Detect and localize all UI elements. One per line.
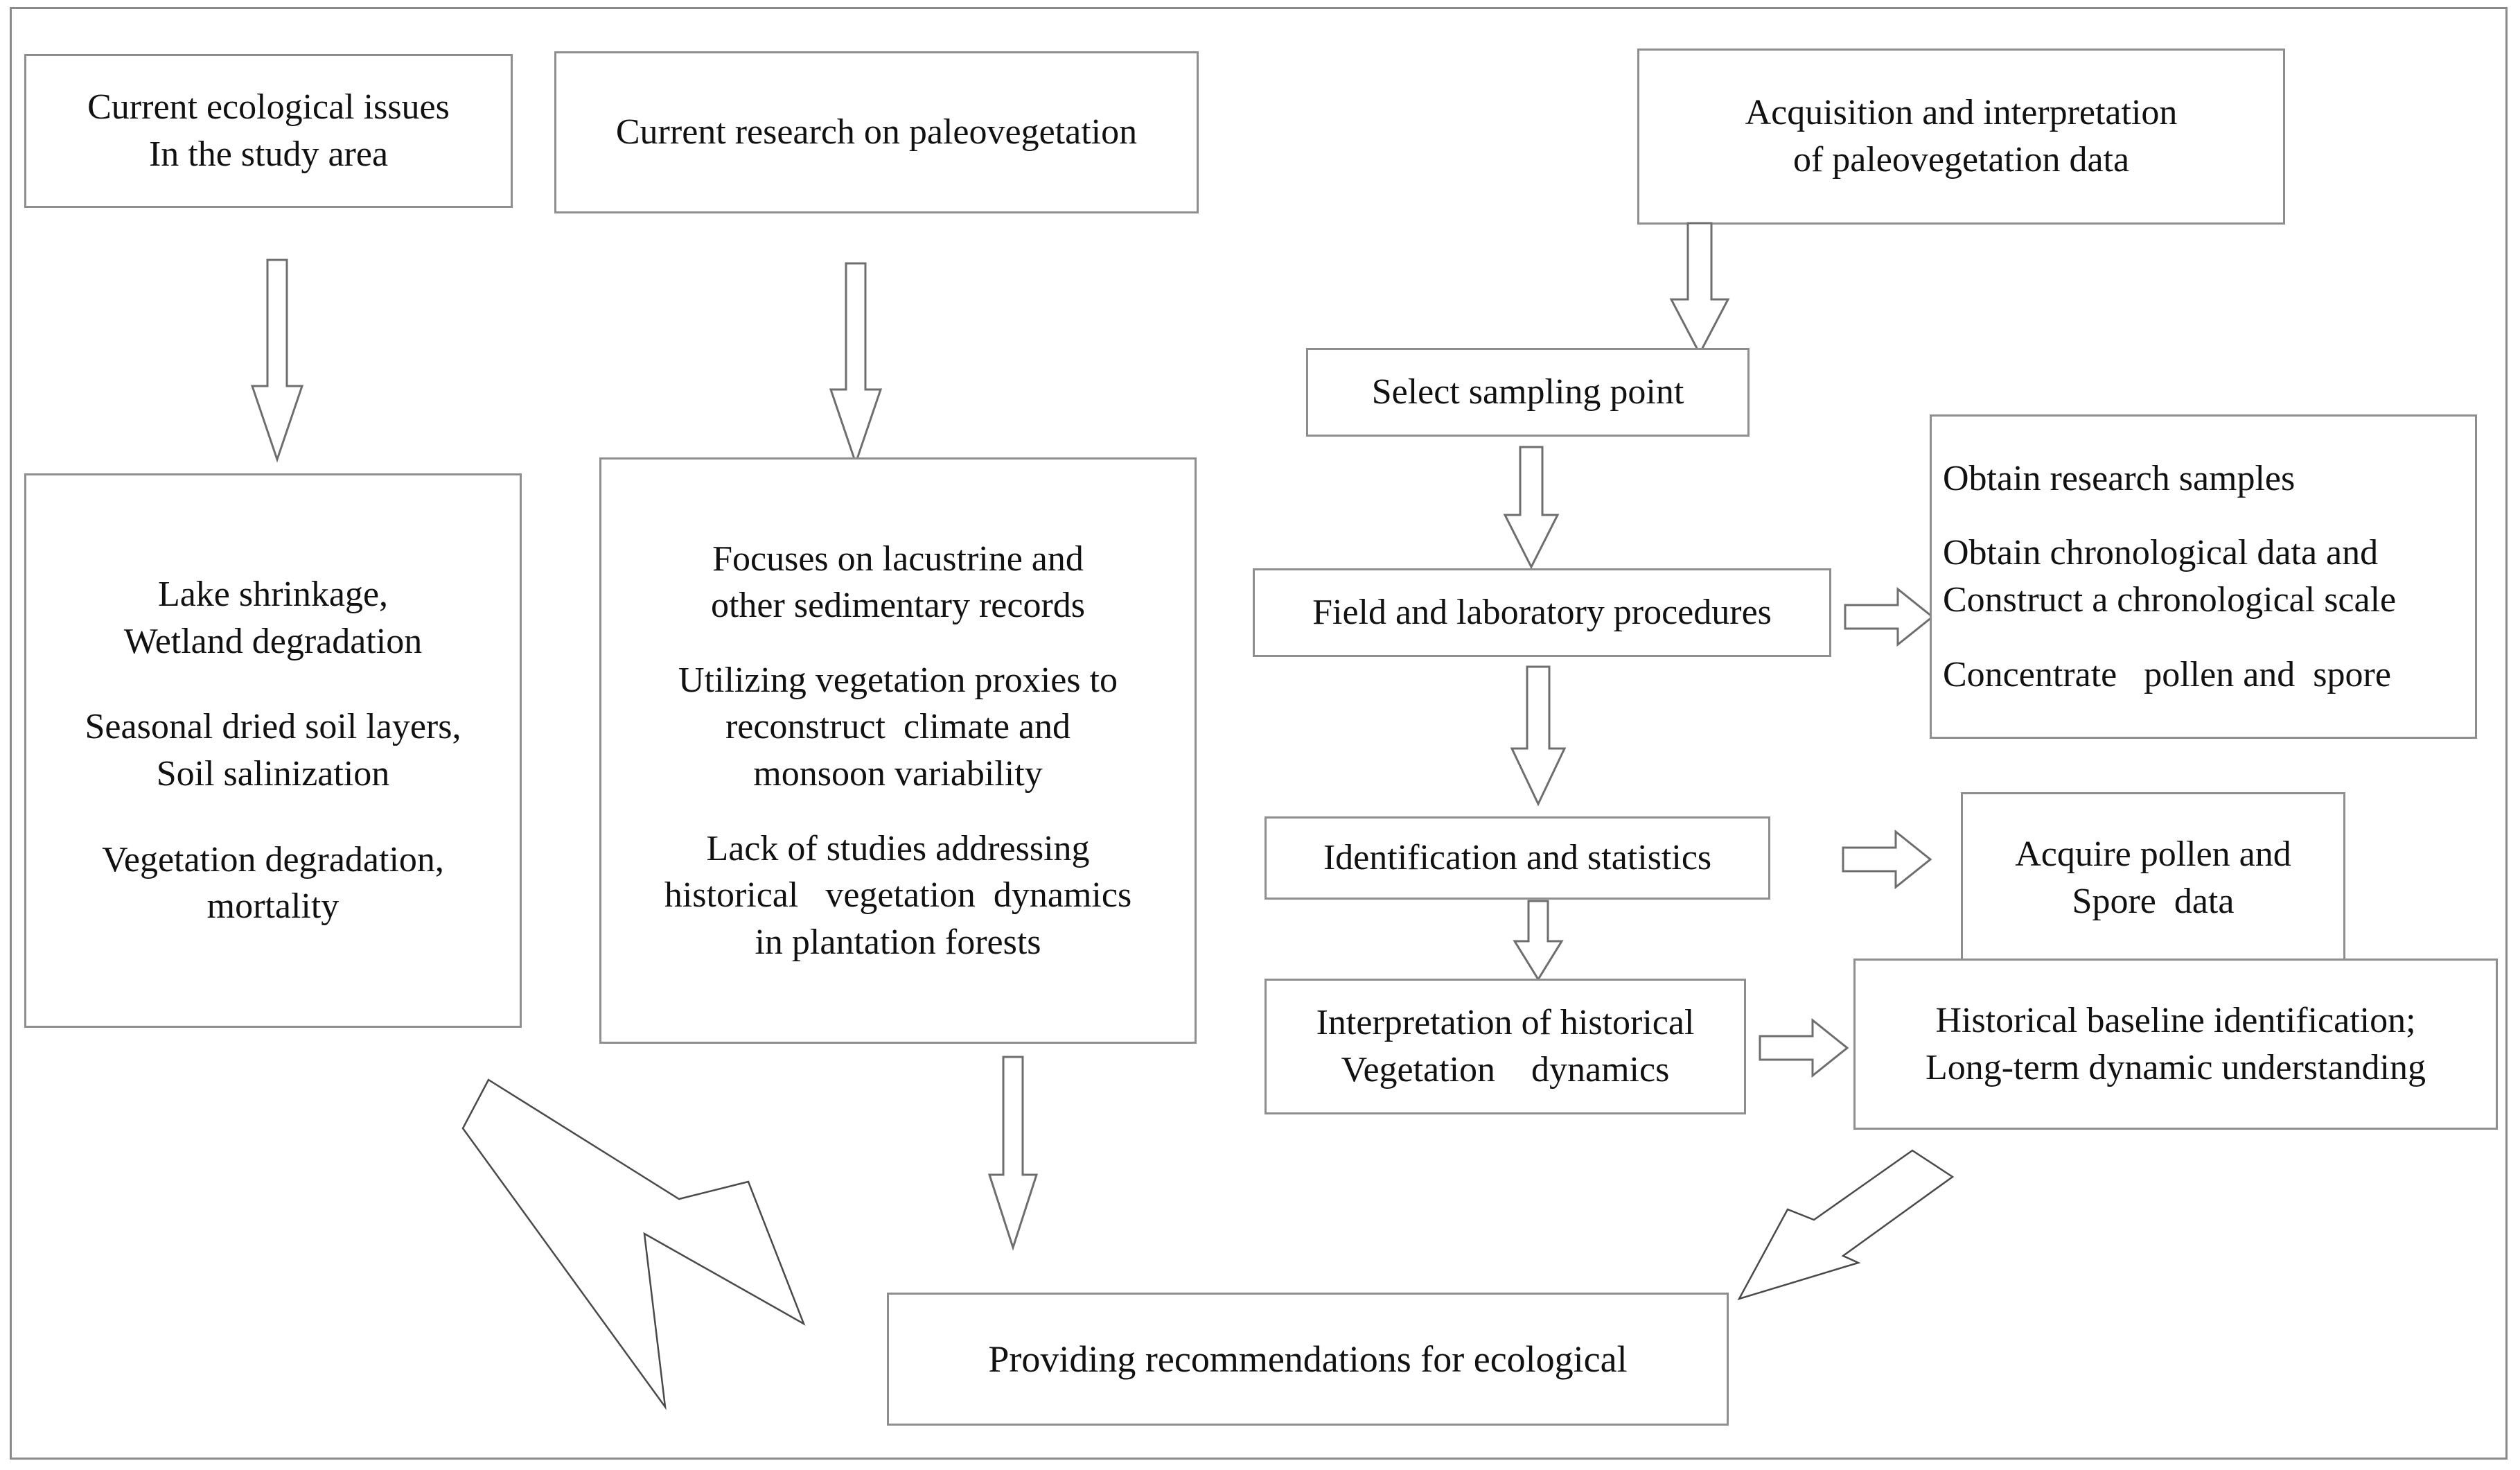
arrow-sampling-to-field-lab	[1497, 446, 1566, 570]
arrow-identification-to-acquire-pollen	[1842, 825, 1933, 894]
node-line: Obtain research samples	[1943, 458, 2296, 498]
node-acquisition-interpretation[interactable]: Acquisition and interpretation of paleov…	[1637, 49, 2285, 225]
node-acquire-pollen-spore-data[interactable]: Acquire pollen and Spore data	[1961, 792, 2345, 963]
arrow-field-lab-to-identification	[1504, 665, 1573, 807]
node-historical-baseline-identification[interactable]: Historical baseline identification; Long…	[1853, 959, 2498, 1130]
node-line: Vegetation dynamics	[1341, 1050, 1670, 1090]
node-line: Field and laboratory procedures	[1312, 593, 1772, 633]
arrow-baseline-to-recommendations	[1711, 1130, 2016, 1324]
node-line: reconstruct climate and	[725, 707, 1071, 747]
node-line: Select sampling point	[1371, 372, 1684, 412]
node-line: monsoon variability	[753, 754, 1043, 794]
node-select-sampling-point[interactable]: Select sampling point	[1306, 348, 1750, 437]
node-line: Providing recommendations for ecological	[988, 1338, 1628, 1380]
node-line: Historical baseline identification;	[1935, 1000, 2416, 1040]
node-current-research-paleovegetation[interactable]: Current research on paleovegetation	[554, 51, 1199, 213]
node-research-gaps-detail[interactable]: Focuses on lacustrine and other sediment…	[599, 457, 1197, 1044]
node-line: Current research on paleovegetation	[615, 112, 1138, 152]
node-line: Long-term dynamic understanding	[1925, 1047, 2426, 1087]
node-obtain-research-samples[interactable]: Obtain research samples Obtain chronolog…	[1930, 414, 2477, 739]
node-line: of paleovegetation data	[1792, 140, 2130, 180]
node-identification-and-statistics[interactable]: Identification and statistics	[1265, 816, 1770, 900]
arrow-issues-to-detail	[243, 259, 312, 463]
node-current-ecological-issues[interactable]: Current ecological issues In the study a…	[24, 54, 513, 208]
node-line: Interpretation of historical	[1316, 1003, 1695, 1043]
node-line: Soil salinization	[156, 754, 390, 794]
arrow-interpretation-to-baseline	[1759, 1013, 1850, 1083]
node-ecological-issues-detail[interactable]: Lake shrinkage, Wetland degradation Seas…	[24, 473, 522, 1028]
node-line: other sedimentary records	[710, 586, 1085, 626]
node-interpretation-historical-vegetation-dynamics[interactable]: Interpretation of historical Vegetation …	[1265, 979, 1746, 1114]
node-providing-recommendations[interactable]: Providing recommendations for ecological	[887, 1293, 1729, 1426]
node-line: Seasonal dried soil layers,	[85, 707, 461, 747]
arrow-issues-detail-to-recommendations	[457, 1060, 901, 1410]
arrow-research-to-detail	[821, 262, 890, 466]
node-line: Construct a chronological scale	[1943, 580, 2397, 620]
node-line: Vegetation degradation,	[102, 839, 444, 880]
node-line: Lack of studies addressing	[706, 828, 1090, 868]
node-line: in plantation forests	[755, 922, 1041, 962]
diagram-outer-border	[10, 7, 2508, 1460]
node-line: Wetland degradation	[123, 621, 423, 661]
node-line: Current ecological issues	[87, 87, 450, 128]
node-line: Identification and statistics	[1323, 838, 1712, 878]
node-line: In the study area	[148, 134, 389, 174]
arrow-identification-to-interpretation	[1504, 900, 1573, 981]
node-line: Spore data	[2072, 881, 2235, 921]
node-line: Concentrate pollen and spore	[1943, 654, 2391, 694]
node-line: Utilizing vegetation proxies to	[678, 660, 1118, 700]
node-line: Focuses on lacustrine and	[712, 539, 1084, 579]
node-line: historical vegetation dynamics	[664, 875, 1132, 916]
node-line: Acquisition and interpretation	[1745, 93, 2178, 133]
node-line: Obtain chronological data and	[1943, 533, 2379, 573]
node-field-and-laboratory-procedures[interactable]: Field and laboratory procedures	[1253, 568, 1831, 657]
node-line: Lake shrinkage,	[157, 575, 389, 615]
node-line: mortality	[206, 886, 340, 927]
node-line: Acquire pollen and	[2015, 834, 2291, 874]
arrow-research-detail-to-recommendations	[978, 1056, 1055, 1251]
arrow-field-lab-to-samples	[1844, 582, 1935, 651]
arrow-acquisition-to-sampling	[1662, 222, 1738, 356]
